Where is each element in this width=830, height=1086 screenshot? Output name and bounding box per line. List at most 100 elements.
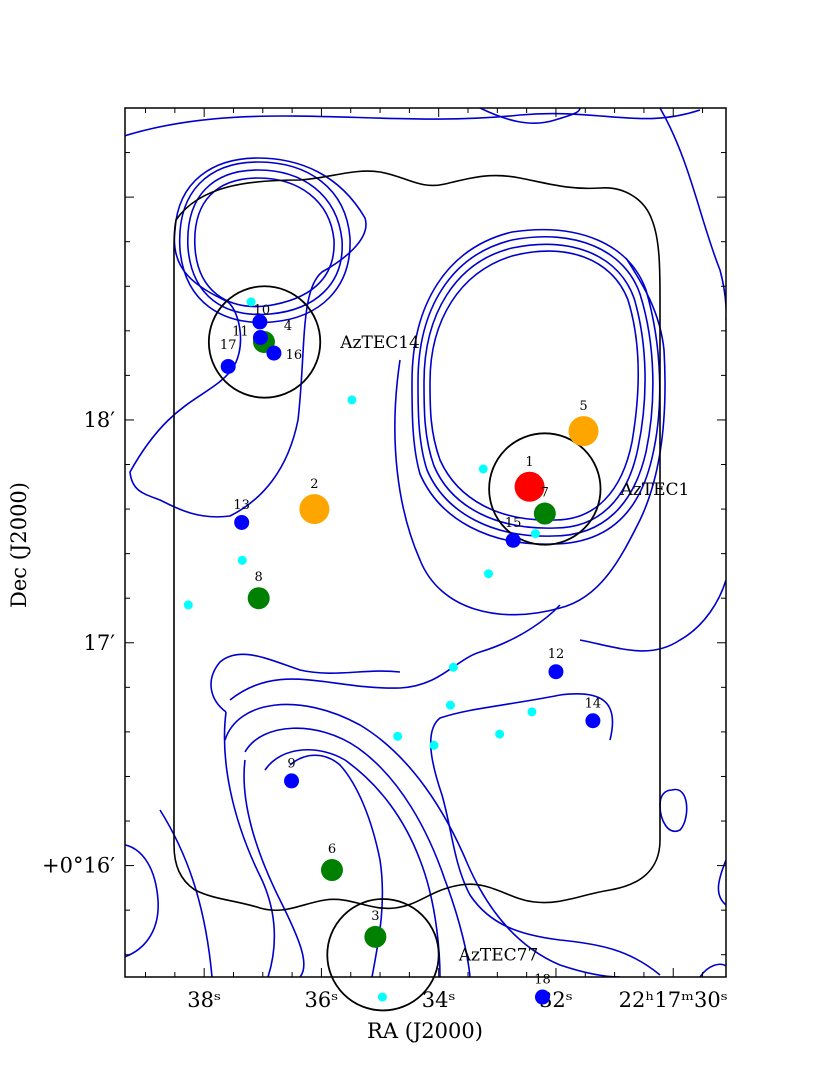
source-marker (364, 925, 387, 948)
source-label: 16 (286, 348, 303, 363)
tick-marks (125, 107, 726, 977)
contour-line (178, 161, 351, 324)
source-label: 18 (534, 973, 551, 988)
contour-line (159, 809, 213, 977)
contour-line (659, 788, 688, 833)
aperture-circle (488, 432, 602, 546)
contour-line (129, 157, 367, 518)
cyan-point (527, 707, 537, 717)
cyan-sources (183, 297, 540, 1002)
coverage-boundary (173, 170, 661, 912)
cyan-point (530, 529, 540, 539)
contour-line (429, 250, 640, 521)
source-label: 6 (328, 842, 336, 857)
cyan-point (393, 731, 403, 741)
source-marker (266, 345, 282, 361)
y-tick-label: 17′ (84, 631, 116, 655)
contour-line (229, 604, 561, 701)
cyan-point (377, 992, 387, 1002)
y-axis-title: Dec (J2000) (7, 482, 31, 608)
contour-line (659, 108, 726, 320)
plot-frame (124, 107, 727, 978)
source-label: 15 (505, 516, 522, 531)
contour-line (579, 579, 726, 652)
cyan-point (429, 740, 439, 750)
source-marker (247, 587, 270, 610)
source-marker (234, 514, 250, 530)
aperture-label: AzTEC77 (458, 946, 539, 966)
x-tick-label: 34ˢ (422, 988, 456, 1012)
cyan-point (445, 700, 455, 710)
source-marker (534, 989, 550, 1005)
source-marker (568, 416, 599, 447)
contour-line (423, 243, 646, 529)
source-label: 5 (579, 399, 587, 414)
source-marker (533, 502, 556, 525)
contour-line (125, 844, 159, 958)
source-marker (252, 314, 268, 330)
contour-line (194, 177, 335, 308)
source-label: 2 (310, 477, 318, 492)
cyan-point (237, 555, 247, 565)
contour-line (394, 257, 666, 616)
x-tick-label: 38ˢ (187, 988, 221, 1012)
contour-line (187, 169, 343, 316)
source-marker (505, 532, 521, 548)
contour-line (264, 749, 441, 977)
source-label: 10 (254, 303, 271, 318)
contour-line (417, 236, 654, 537)
source-label: 11 (232, 325, 249, 340)
x-tick-label: 22ʰ17ᵐ30ˢ (619, 988, 728, 1012)
source-marker (320, 859, 343, 882)
aperture-label: AzTEC14 (339, 333, 420, 353)
contour-line (210, 653, 401, 713)
contour-layer (125, 108, 726, 977)
aperture-label: AzTEC1 (620, 480, 690, 500)
source-label: 3 (371, 909, 379, 924)
source-label: 17 (220, 338, 237, 353)
contour-line (429, 693, 661, 976)
source-marker (252, 330, 268, 346)
cyan-point (347, 395, 357, 405)
y-tick-label: 18′ (84, 408, 116, 432)
source-label: 8 (255, 570, 263, 585)
source-marker (585, 713, 601, 729)
y-tick-label: +0°16′ (42, 854, 115, 878)
source-marker (548, 664, 564, 680)
contour-line (411, 228, 661, 545)
x-axis-title: RA (J2000) (367, 1019, 483, 1043)
source-label: 9 (287, 756, 295, 771)
aperture-circle (326, 898, 440, 1012)
aperture-circle (207, 285, 322, 399)
x-tick-label: 36ˢ (305, 988, 339, 1012)
source-label: 13 (233, 498, 250, 513)
contour-line (289, 754, 384, 977)
source-marker (220, 358, 236, 374)
source-marker (514, 471, 545, 502)
source-label: 1 (525, 455, 533, 470)
source-label: 4 (284, 319, 292, 334)
contour-line (699, 963, 726, 977)
source-label: 14 (585, 696, 602, 711)
contour-line (244, 727, 471, 977)
cyan-point (478, 464, 488, 474)
contour-line (479, 108, 581, 124)
cyan-point (246, 297, 256, 307)
contour-line (224, 703, 621, 977)
cyan-point (495, 729, 505, 739)
source-label: 12 (548, 647, 565, 662)
source-label: 7 (541, 486, 549, 501)
contour-line (243, 759, 305, 977)
contour-line (125, 109, 701, 137)
cyan-point (448, 662, 458, 672)
source-marker (284, 773, 300, 789)
source-marker (299, 494, 330, 525)
contour-line (717, 859, 726, 906)
contour-line (223, 711, 276, 977)
cyan-point (183, 600, 193, 610)
cyan-point (484, 569, 494, 579)
